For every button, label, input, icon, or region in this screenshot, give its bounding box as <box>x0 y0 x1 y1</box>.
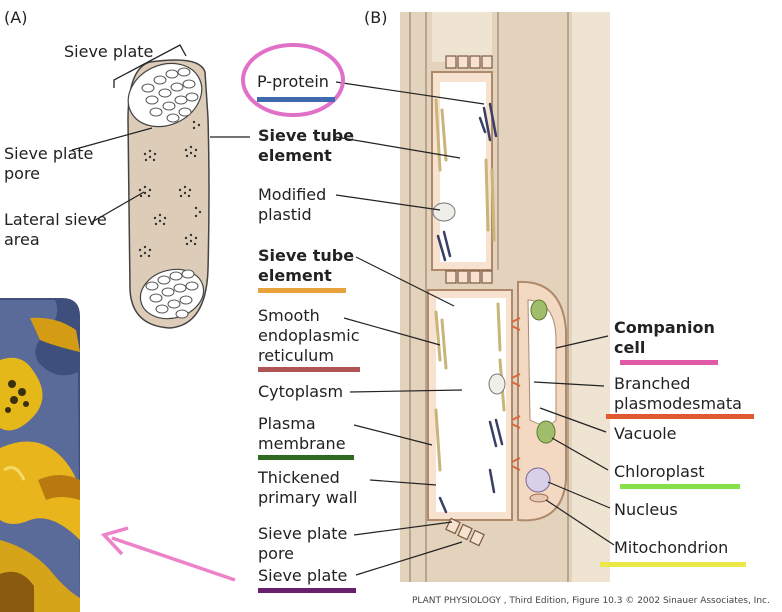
label-modified-plastid: Modified plastid <box>258 185 327 224</box>
panel-a-tag: (A) <box>4 8 28 27</box>
label-smooth-er: Smooth endoplasmic reticulum <box>258 306 360 365</box>
bar-smooth-er <box>258 367 360 372</box>
bar-companion-cell <box>620 360 718 365</box>
label-sieve-plate-pore-a: Sieve plate pore <box>4 144 94 183</box>
figure-credit: PLANT PHYSIOLOGY , Third Edition, Figure… <box>412 596 770 606</box>
label-sieve-plate-a: Sieve plate <box>64 42 154 61</box>
panel-a-sieve-tube <box>113 44 210 329</box>
label-nucleus: Nucleus <box>614 500 678 519</box>
pointer-arrow <box>100 526 236 582</box>
label-sieve-plate-b: Sieve plate <box>258 566 348 585</box>
label-lateral-sieve-area: Lateral sieve area <box>4 210 107 249</box>
bar-sieve-plate <box>258 588 356 593</box>
label-cytoplasm: Cytoplasm <box>258 382 344 401</box>
bar-sieve-tube-element <box>258 288 346 293</box>
label-chloroplast: Chloroplast <box>614 462 705 481</box>
panel-a-leaders <box>71 127 250 223</box>
label-companion-cell: Companion cell <box>614 318 715 357</box>
label-sieve-plate-pore-b: Sieve plate pore <box>258 524 348 563</box>
label-plasma-membrane: Plasma membrane <box>258 414 346 453</box>
bar-p-protein <box>257 97 335 102</box>
label-thickened-wall: Thickened primary wall <box>258 468 358 507</box>
bar-plasma-membrane <box>258 455 354 460</box>
bar-mitochondrion <box>600 562 746 567</box>
micrograph-photo <box>0 298 80 612</box>
bar-branched-plasmodesmata <box>606 414 754 419</box>
panel-b-cells <box>400 12 610 582</box>
bar-chloroplast <box>620 484 740 489</box>
label-branched-plasmodesmata: Branched plasmodesmata <box>614 374 742 413</box>
label-vacuole: Vacuole <box>614 424 677 443</box>
label-sieve-tube-element-1: Sieve tube element <box>258 126 355 165</box>
label-mitochondrion: Mitochondrion <box>614 538 729 557</box>
highlight-circle <box>241 43 345 117</box>
panel-b-leaders <box>335 81 615 576</box>
label-sieve-tube-element-2: Sieve tube element <box>258 246 355 285</box>
panel-b-tag: (B) <box>364 8 388 27</box>
label-p-protein: P-protein <box>257 72 329 91</box>
